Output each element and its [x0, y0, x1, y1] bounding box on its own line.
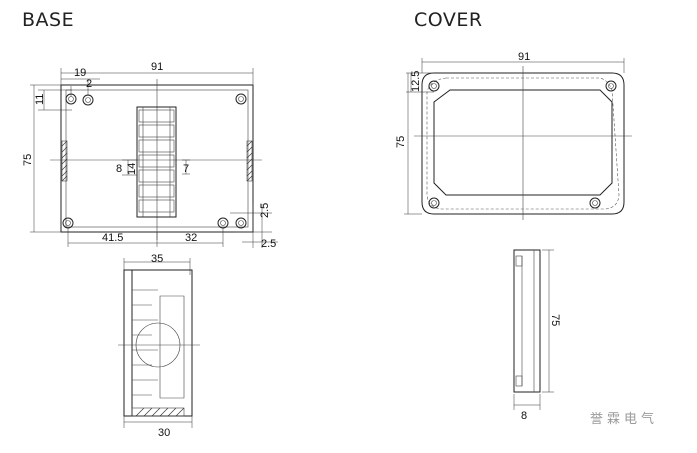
side-bottom-hatch — [131, 407, 185, 417]
dim-19: 19 — [74, 67, 86, 79]
cover-hole-br — [589, 197, 601, 209]
dim-14: 14 — [126, 163, 138, 175]
dim-32: 32 — [185, 232, 197, 244]
side-dim-35: 35 — [151, 253, 163, 265]
watermark-text: 誉霖电气 — [590, 412, 659, 427]
mounting-hole-tr — [235, 93, 247, 105]
side-left-wall — [123, 269, 133, 417]
cover-dim-91: 91 — [518, 51, 530, 63]
mounting-hole-tl2 — [82, 94, 94, 106]
dim-8: 8 — [116, 163, 122, 175]
dim-7: 7 — [183, 163, 189, 175]
mounting-hole-br — [217, 217, 229, 229]
cover-hole-tl — [428, 80, 440, 92]
dim-41-5: 41.5 — [102, 232, 123, 244]
dim-91: 91 — [151, 61, 163, 73]
side-cavity — [159, 295, 185, 399]
cover-top-view: 91 12.5 75 — [395, 51, 632, 220]
mounting-hole-bl — [62, 217, 74, 229]
cover-hole-bl — [428, 197, 440, 209]
cover-outline — [421, 72, 625, 215]
dim-2-5-horizontal: 2.5 — [261, 238, 276, 250]
cover-side-view: 75 8 — [513, 249, 561, 422]
right-rail-hatch — [246, 140, 253, 182]
dim-75: 75 — [22, 154, 34, 166]
cover-title: COVER — [414, 9, 483, 31]
cover-side-dim-75: 75 — [549, 314, 561, 326]
side-dim-30: 30 — [158, 427, 170, 439]
cover-dim-12-5: 12.5 — [410, 71, 422, 92]
terminal-block — [136, 106, 177, 218]
side-pins — [132, 289, 158, 396]
left-rail-hatch — [61, 140, 68, 182]
cover-side-dim-8: 8 — [521, 410, 527, 422]
dim-2-5-vertical: 2.5 — [259, 203, 271, 218]
mounting-hole-br2 — [235, 217, 247, 229]
cover-dim-75: 75 — [395, 136, 407, 148]
dim-2: 2 — [86, 78, 92, 90]
base-title: BASE — [22, 9, 75, 31]
base-top-view: 19 2 91 11 75 8 14 7 41.5 32 2.5 2.5 — [22, 61, 278, 250]
base-side-view: 35 — [118, 253, 200, 439]
cover-hole-tr — [605, 80, 617, 92]
cover-inner-panel — [433, 89, 613, 196]
side-outline — [132, 269, 193, 417]
cover-side-body — [513, 249, 541, 393]
dim-11: 11 — [34, 94, 46, 105]
